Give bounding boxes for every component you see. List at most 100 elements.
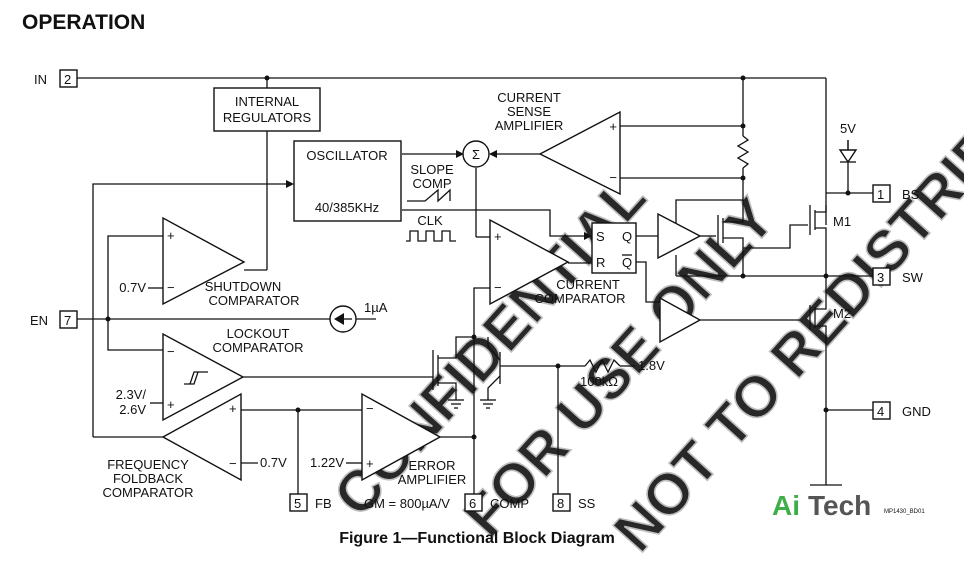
lockout-ref-2: 2.6V — [119, 402, 146, 417]
slope-comp-line-2: COMP — [413, 176, 452, 191]
sense-amp-line-3: AMPLIFIER — [495, 118, 564, 133]
lockout-line-2: COMPARATOR — [212, 340, 303, 355]
error-amp-line-2: AMPLIFIER — [398, 472, 467, 487]
pin-in: IN 2 — [34, 69, 78, 88]
foldback-line-3: COMPARATOR — [102, 485, 193, 500]
foldback-plus: + — [229, 401, 237, 416]
oscillator-block: OSCILLATOR 40/385KHz — [293, 140, 402, 222]
current-comp-minus: − — [494, 280, 502, 295]
pin-en-number: 7 — [64, 313, 71, 328]
regulators-line-1: INTERNAL — [235, 94, 299, 109]
latch-qbar: Q — [622, 255, 632, 270]
pin-bs-label: BS — [902, 187, 920, 202]
pin-comp-label: COMP — [490, 496, 529, 511]
hysteresis-icon — [184, 371, 208, 385]
regulators-line-2: REGULATORS — [223, 110, 312, 125]
lockout-comparator: − + 2.3V/ 2.6V LOCKOUT COMPARATOR — [116, 326, 304, 422]
pin-in-label: IN — [34, 72, 47, 87]
lockout-line-1: LOCKOUT — [227, 326, 290, 341]
wires — [77, 75, 873, 494]
pin-fb-label: FB — [315, 496, 332, 511]
sigma-symbol: Σ — [472, 147, 480, 162]
latch-s: S — [596, 229, 605, 244]
error-amp-minus: − — [366, 401, 374, 416]
error-amp-line-1: ERROR — [409, 458, 456, 473]
foldback-line-2: FOLDBACK — [113, 471, 183, 486]
pin-ss-number: 8 — [557, 496, 564, 511]
pin-sw-label: SW — [902, 270, 924, 285]
clk-signal: CLK — [406, 213, 456, 242]
pin-fb-number: 5 — [294, 496, 301, 511]
current-comp-line-1: CURRENT — [556, 277, 620, 292]
sense-amp-line-2: SENSE — [507, 104, 551, 119]
pin-in-number: 2 — [64, 72, 71, 87]
oscillator-frequency: 40/385KHz — [315, 200, 379, 215]
ss-resistor: 1.8V 100kΩ — [580, 358, 665, 389]
sense-amp-minus: − — [609, 170, 617, 185]
lockout-ref-1: 2.3V/ — [116, 387, 147, 402]
pin-ss: 8 SS — [552, 493, 596, 512]
foldback-ref: 0.7V — [260, 455, 287, 470]
pin-comp: 6 COMP — [464, 493, 529, 512]
slope-comp-line-1: SLOPE — [410, 162, 454, 177]
sr-latch: S R Q Q — [591, 222, 637, 274]
summing-node: Σ — [462, 140, 490, 168]
clk-label: CLK — [417, 213, 443, 228]
pin-ss-label: SS — [578, 496, 596, 511]
power-stage: 5V M1 M2 — [833, 121, 856, 321]
latch-r: R — [596, 255, 605, 270]
internal-regulators-block: INTERNAL REGULATORS — [213, 87, 321, 132]
m2-label: M2 — [833, 306, 851, 321]
frequency-foldback-comparator: + − 0.7V FREQUENCY FOLDBACK COMPARATOR — [102, 392, 287, 500]
pin-bs: 1 BS — [872, 184, 920, 203]
current-comp-plus: + — [494, 229, 502, 244]
shutdown-comparator: + − 0.7V SHUTDOWN COMPARATOR — [119, 216, 300, 308]
shutdown-line-2: COMPARATOR — [208, 293, 299, 308]
sense-amp-plus: + — [609, 119, 617, 134]
pin-gnd: 4 GND — [872, 401, 931, 420]
pin-bs-number: 1 — [877, 187, 884, 202]
foldback-minus: − — [229, 456, 237, 471]
pin-en-label: EN — [30, 313, 48, 328]
shutdown-minus: − — [167, 280, 175, 295]
lockout-plus: + — [167, 397, 175, 412]
latch-q: Q — [622, 229, 632, 244]
v18-label: 1.8V — [638, 358, 665, 373]
error-amp-gm: GM = 800µA/V — [364, 496, 450, 511]
pin-comp-number: 6 — [469, 496, 476, 511]
pin-sw: 3 SW — [872, 267, 924, 286]
error-amp-plus: + — [366, 456, 374, 471]
lockout-minus: − — [167, 344, 175, 359]
sense-amp-line-1: CURRENT — [497, 90, 561, 105]
m1-label: M1 — [833, 214, 851, 229]
high-side-driver — [657, 212, 702, 260]
pin-fb: 5 FB — [289, 493, 332, 512]
current-source: 1µA — [329, 300, 388, 333]
figure-caption: Figure 1—Functional Block Diagram — [339, 530, 615, 547]
foldback-line-1: FREQUENCY — [107, 457, 189, 472]
shutdown-ref: 0.7V — [119, 280, 146, 295]
pin-en: EN 7 — [30, 310, 78, 329]
oscillator-title: OSCILLATOR — [306, 148, 387, 163]
current-source-value: 1µA — [364, 300, 388, 315]
pin-gnd-label: GND — [902, 404, 931, 419]
error-amp-ref: 1.22V — [310, 455, 344, 470]
v5-label: 5V — [840, 121, 856, 136]
current-sense-amplifier: + − CURRENT SENSE AMPLIFIER — [495, 90, 621, 196]
brand-right: Tech — [808, 490, 871, 521]
error-amplifier: − + 1.22V ERROR AMPLIFIER GM = 800µA/V — [310, 392, 467, 511]
shutdown-line-1: SHUTDOWN — [205, 279, 282, 294]
low-side-driver — [659, 296, 702, 344]
current-comp-line-2: COMPARATOR — [534, 291, 625, 306]
shutdown-plus: + — [167, 228, 175, 243]
slope-comp: SLOPE COMP — [407, 162, 454, 203]
current-comparator: + − CURRENT COMPARATOR — [489, 218, 626, 306]
page-heading: OPERATION — [22, 11, 145, 34]
pin-gnd-number: 4 — [877, 404, 884, 419]
part-code: MP1430_BD01 — [884, 509, 925, 515]
resistor-value: 100kΩ — [580, 374, 618, 389]
sawtooth-waveform-icon — [407, 188, 451, 203]
clock-waveform-icon — [406, 230, 456, 242]
brand-left: Ai — [772, 490, 800, 521]
